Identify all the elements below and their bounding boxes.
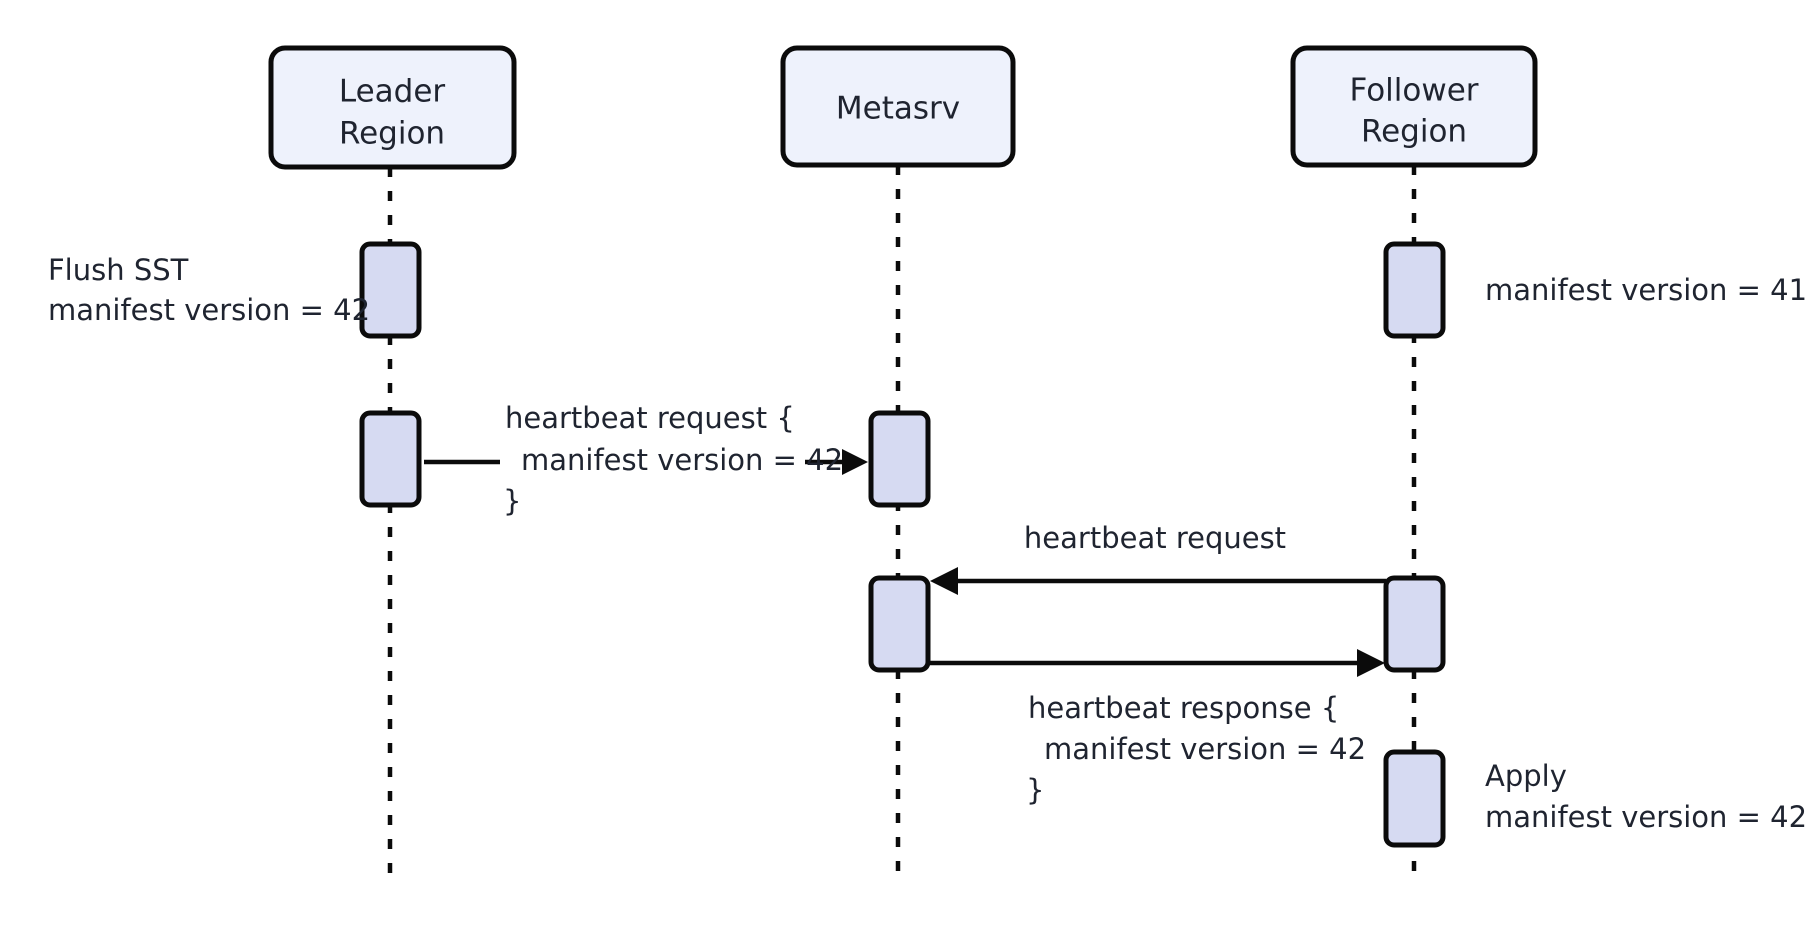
note-apply-line1: Apply (1485, 759, 1567, 793)
participant-metasrv-box (780, 45, 1016, 168)
participant-metasrv[interactable]: Metasrv (780, 45, 1016, 168)
activation-follower-apply (1383, 749, 1446, 848)
activation-metasrv-heartbeat-exchange (868, 575, 931, 673)
message-heartbeat-response-metasrv-line-1: heartbeat response { (1028, 691, 1339, 725)
note-flush-sst-line1: Flush SST (48, 253, 189, 287)
note-flush-sst-line2: manifest version = 42 (48, 293, 370, 327)
message-heartbeat-response-metasrv-line-2: manifest version = 42 (1044, 732, 1366, 766)
message-heartbeat-response-metasrv: heartbeat response { manifest version = … (930, 649, 1385, 807)
message-heartbeat-request-follower-arrowhead (930, 567, 958, 595)
message-heartbeat-request-leader: heartbeat request { manifest version = 4… (424, 401, 868, 518)
participant-follower-box (1290, 45, 1538, 168)
activation-follower-version (1383, 241, 1446, 339)
activation-leader-heartbeat (359, 410, 422, 508)
participant-follower-label-line1: Follower (1349, 73, 1478, 109)
message-heartbeat-request-follower: heartbeat request (930, 521, 1386, 595)
message-heartbeat-request-follower-label: heartbeat request (1024, 521, 1286, 555)
message-heartbeat-request-leader-arrowhead (842, 449, 868, 475)
note-follower-version-line1: manifest version = 41 (1485, 273, 1807, 307)
activation-follower-heartbeat (1383, 575, 1446, 673)
message-heartbeat-request-leader-line-1: heartbeat request { (505, 401, 795, 435)
activation-leader-flush (359, 241, 422, 339)
note-apply: Apply manifest version = 42 (1485, 759, 1807, 834)
activation-metasrv-heartbeat-in (868, 410, 931, 508)
message-heartbeat-request-leader-line-2: manifest version = 42 (521, 443, 843, 477)
message-heartbeat-response-metasrv-arrowhead (1357, 649, 1385, 677)
participant-metasrv-label-line1: Metasrv (836, 91, 960, 127)
participant-leader[interactable]: Leader Region (268, 45, 517, 170)
message-heartbeat-request-leader-line-3: } (503, 484, 521, 518)
participant-leader-box (268, 45, 517, 170)
note-follower-version: manifest version = 41 (1485, 273, 1807, 307)
participant-follower[interactable]: Follower Region (1290, 45, 1538, 168)
participant-follower-label-line2: Region (1361, 114, 1467, 150)
participant-leader-label-line1: Leader (339, 74, 446, 110)
note-apply-line2: manifest version = 42 (1485, 800, 1807, 834)
note-flush-sst: Flush SST manifest version = 42 (48, 253, 370, 327)
participant-leader-label-line2: Region (339, 116, 445, 152)
message-heartbeat-response-metasrv-line-3: } (1026, 773, 1044, 807)
